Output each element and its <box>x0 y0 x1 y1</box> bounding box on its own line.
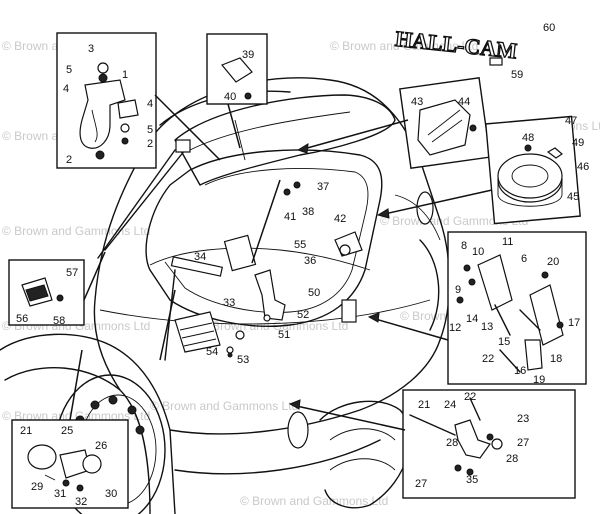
callout-21: 21 <box>20 425 32 437</box>
callout-34: 34 <box>194 251 206 263</box>
center-parts <box>170 181 363 358</box>
inset-39-40 <box>206 33 268 105</box>
callout-23: 23 <box>517 413 529 425</box>
callout-58: 58 <box>53 315 65 327</box>
callout-22: 22 <box>464 391 476 403</box>
callout-19: 19 <box>533 374 545 386</box>
inset-6-20 <box>447 231 587 385</box>
callout-1: 1 <box>122 69 128 81</box>
callout-22: 22 <box>482 353 494 365</box>
callout-45: 45 <box>567 191 579 203</box>
inset-ring <box>485 115 581 225</box>
leader-arrows <box>69 94 493 431</box>
callout-32: 32 <box>75 496 87 508</box>
callout-3: 3 <box>88 43 94 55</box>
callout-46: 46 <box>577 161 589 173</box>
callout-8: 8 <box>461 240 467 252</box>
callout-60: 60 <box>543 22 555 34</box>
callout-14: 14 <box>466 313 478 325</box>
callout-40: 40 <box>224 91 236 103</box>
callout-39: 39 <box>242 49 254 61</box>
watermark: © Brown and Gammons Ltd <box>150 399 298 413</box>
callout-5: 5 <box>66 64 72 76</box>
badge-hall-cam: HALL-CAM <box>393 25 519 66</box>
watermark: © Brown and Gammons Ltd <box>240 494 388 508</box>
callout-11: 11 <box>502 236 513 248</box>
callout-33: 33 <box>223 297 235 309</box>
callout-20: 20 <box>547 256 559 268</box>
callout-56: 56 <box>16 313 28 325</box>
callout-51: 51 <box>278 329 290 341</box>
callout-50: 50 <box>308 287 320 299</box>
callout-36: 36 <box>304 255 316 267</box>
callout-2: 2 <box>147 138 153 150</box>
callout-38: 38 <box>302 206 314 218</box>
watermark: © Brown and Gammons Ltd <box>380 214 528 228</box>
callout-17: 17 <box>568 317 580 329</box>
callout-55: 55 <box>294 239 306 251</box>
callout-44: 44 <box>458 96 470 108</box>
callout-25: 25 <box>61 425 73 437</box>
callout-37: 37 <box>317 181 329 193</box>
callout-53: 53 <box>237 354 249 366</box>
callout-5: 5 <box>147 124 153 136</box>
watermark: © Brown and Gammons Ltd <box>2 224 150 238</box>
watermark: © Brown and Gammons Ltd <box>330 39 478 53</box>
callout-18: 18 <box>550 353 562 365</box>
callout-27: 27 <box>517 437 529 449</box>
callout-28: 28 <box>446 437 458 449</box>
inset-56-58 <box>8 259 85 326</box>
inset-43-44 <box>399 77 491 169</box>
callout-4: 4 <box>147 98 153 110</box>
callout-12: 12 <box>449 322 461 334</box>
callout-59: 59 <box>511 69 523 81</box>
callout-13: 13 <box>481 321 493 333</box>
callout-49: 49 <box>572 137 584 149</box>
callout-2: 2 <box>66 154 72 166</box>
inset-21-28 <box>402 389 576 499</box>
inset-hinge <box>56 32 157 169</box>
callout-42: 42 <box>334 213 346 225</box>
callout-4: 4 <box>63 83 69 95</box>
callout-26: 26 <box>95 440 107 452</box>
callout-15: 15 <box>498 336 510 348</box>
lid-bar <box>170 256 223 277</box>
callout-54: 54 <box>206 346 218 358</box>
callout-57: 57 <box>66 267 78 279</box>
callout-48: 48 <box>522 132 534 144</box>
callout-31: 31 <box>54 488 66 500</box>
callout-27: 27 <box>415 478 427 490</box>
callout-16: 16 <box>514 365 526 377</box>
callout-30: 30 <box>105 488 117 500</box>
callout-10: 10 <box>472 246 484 258</box>
callout-47: 47 <box>565 115 577 127</box>
callout-6: 6 <box>521 253 527 265</box>
callout-41: 41 <box>284 211 296 223</box>
callout-labels: 3 5 1 4 4 5 2 2 39 40 60 59 43 44 47 48 … <box>16 22 589 508</box>
callout-28: 28 <box>506 453 518 465</box>
callout-24: 24 <box>444 399 456 411</box>
callout-9: 9 <box>455 284 461 296</box>
callout-29: 29 <box>31 481 43 493</box>
callout-21: 21 <box>418 399 430 411</box>
lid-catch <box>254 269 286 321</box>
callout-52: 52 <box>297 309 309 321</box>
callout-35: 35 <box>466 474 478 486</box>
callout-43: 43 <box>411 96 423 108</box>
